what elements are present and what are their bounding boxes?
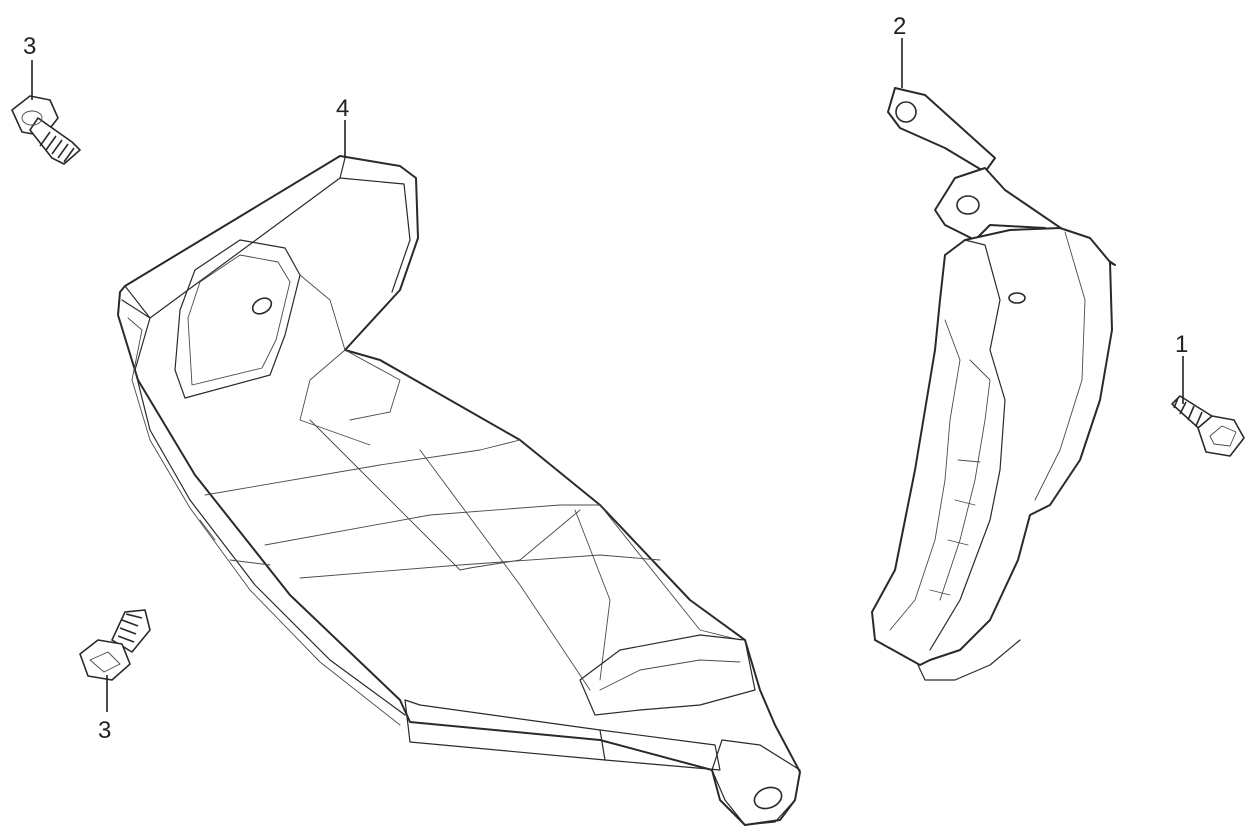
- bracket-body: [871, 227, 1113, 666]
- callout-1: 1: [1175, 331, 1188, 358]
- guard-mount-tab: [174, 239, 301, 399]
- bolt-head: [1197, 415, 1245, 457]
- bolt-3-top-left: [11, 95, 81, 165]
- bolt-3-bottom-left: [79, 609, 151, 681]
- bracket-ear: [887, 87, 996, 173]
- guard-lower-tab: [711, 739, 801, 826]
- callout-4: 4: [336, 95, 349, 122]
- part-2-bracket: [871, 87, 1116, 681]
- callout-2: 2: [893, 13, 906, 40]
- callout-3-bottom: 3: [98, 717, 111, 744]
- bracket-ear-hole: [895, 101, 917, 123]
- part-4-guard: [117, 155, 801, 826]
- guard-tab-hole: [251, 297, 273, 315]
- callout-3-top: 3: [23, 33, 36, 60]
- guard-lower-hole: [753, 786, 783, 810]
- guard-rim: [121, 299, 406, 716]
- bolt-1-right: [1171, 395, 1245, 457]
- bolt-head: [79, 639, 131, 681]
- guard-outline: [117, 155, 801, 826]
